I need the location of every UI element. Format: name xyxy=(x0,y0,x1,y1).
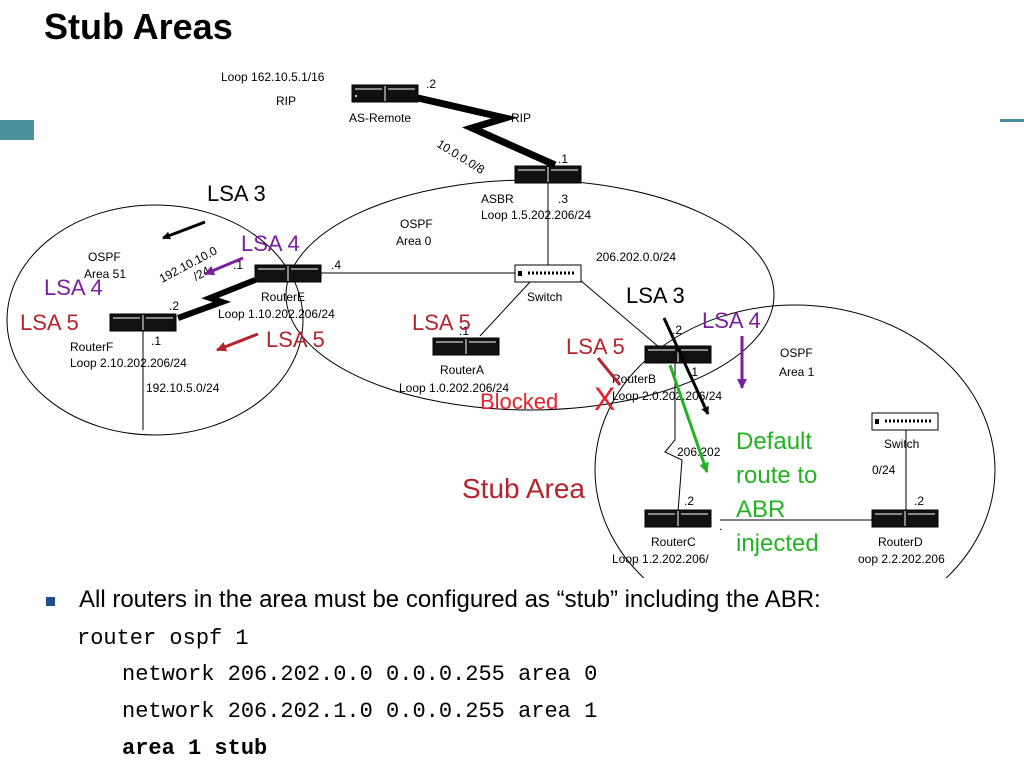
switch-area1 xyxy=(871,412,939,431)
area0-id: Area 0 xyxy=(396,234,432,248)
lsa5-left-label: LSA 5 xyxy=(20,310,79,335)
default-route-line-3: ABR xyxy=(736,496,785,523)
area1-name: OSPF xyxy=(780,346,813,360)
default-route-arrow xyxy=(668,364,709,473)
code-line-2: network 206.202.0.0 0.0.0.255 area 0 xyxy=(122,662,598,687)
router-as-remote xyxy=(351,84,419,103)
port-asbr-1: .1 xyxy=(558,152,568,166)
asbr-label: ASBR xyxy=(481,192,514,206)
router-a xyxy=(432,337,500,356)
router-d-loop: oop 2.2.202.206 xyxy=(858,552,945,566)
router-f-label: RouterF xyxy=(70,340,113,354)
port-rc-2: .2 xyxy=(684,494,694,508)
bullet-text: All routers in the area must be configur… xyxy=(79,586,821,613)
router-c-label: RouterC xyxy=(651,535,696,549)
bullet-square-icon xyxy=(46,596,55,606)
router-f-loop: Loop 2.10.202.206/24 xyxy=(70,356,187,370)
router-a-loop: Loop 1.0.202.206/24 xyxy=(399,381,509,395)
default-route-line-2: route to xyxy=(736,462,817,489)
area-51-boundary xyxy=(6,204,304,436)
serial-link-routere-routerf xyxy=(176,277,257,321)
router-d xyxy=(871,509,939,528)
port-ra-1: .1 xyxy=(459,324,469,338)
decorative-bar-right xyxy=(1000,119,1024,122)
net-206-1b-label: 0/24 xyxy=(872,463,896,477)
link-switch-routerb xyxy=(579,279,661,349)
port-re-1: .1 xyxy=(233,258,243,272)
switch1-label: Switch xyxy=(884,437,919,451)
lsa4-right-label: LSA 4 xyxy=(702,308,761,333)
lsa4-mid-label: LSA 4 xyxy=(241,231,300,256)
router-b-label: RouterB xyxy=(612,372,656,386)
switch-area0 xyxy=(514,264,582,283)
port-rc-dot: . xyxy=(719,519,722,533)
net-10-label: 10.0.0.0/8 xyxy=(434,137,487,177)
port-remote-2: .2 xyxy=(426,77,436,91)
net-206-0-label: 206.202.0.0/24 xyxy=(596,250,676,264)
port-re-4: .4 xyxy=(331,258,341,272)
router-e-loop: Loop 1.10.202.206/24 xyxy=(218,307,335,321)
link-routerb-area1 xyxy=(664,362,683,513)
router-b-loop: Loop 2.0.202.206/24 xyxy=(612,389,722,403)
decorative-bar-left xyxy=(0,120,34,140)
stub-area-label: Stub Area xyxy=(462,473,585,504)
lsa5-right-arrow xyxy=(596,357,622,386)
net-192-5-label: 192.10.5.0/24 xyxy=(146,381,220,395)
switch0-label: Switch xyxy=(527,290,562,304)
asbr-loop-label: Loop 1.5.202.206/24 xyxy=(481,208,591,222)
lsa3-top-label: LSA 3 xyxy=(207,181,266,206)
ospf-stub-area-diagram: Loop 162.10.5.1/16 RIP AS-Remote RIP .2 … xyxy=(6,70,996,578)
default-route-line-4: injected xyxy=(736,530,819,557)
router-e-label: RouterE xyxy=(261,290,305,304)
router-c-loop: Loop 1.2.202.206/ xyxy=(612,552,709,566)
lsa5-mid-arrow xyxy=(216,332,259,352)
router-c xyxy=(644,509,712,528)
lsa4-left-label: LSA 4 xyxy=(44,275,103,300)
lsa5-mid-label: LSA 5 xyxy=(266,327,325,352)
lsa4-mid-arrow xyxy=(204,256,244,276)
lsa3-right-arrow xyxy=(662,317,710,415)
remote-loop-label: Loop 162.10.5.1/16 xyxy=(221,70,325,84)
serial-link-remote-asbr xyxy=(417,94,557,169)
bullet-list: All routers in the area must be configur… xyxy=(46,586,1006,614)
router-f xyxy=(109,313,177,332)
lsa3-top-arrow xyxy=(162,220,206,240)
router-e xyxy=(254,264,322,283)
lsa5-center-label: LSA 5 xyxy=(412,310,471,335)
area0-name: OSPF xyxy=(400,217,433,231)
area51-id: Area 51 xyxy=(84,267,126,281)
area1-id: Area 1 xyxy=(779,365,815,379)
port-rf-1: .1 xyxy=(151,334,161,348)
code-line-4: area 1 stub xyxy=(122,736,268,761)
blocked-label: Blocked xyxy=(480,389,558,414)
area51-name: OSPF xyxy=(88,250,121,264)
port-asbr-3: .3 xyxy=(558,192,568,206)
as-remote-label: AS-Remote xyxy=(349,111,411,125)
slide-title: Stub Areas xyxy=(44,6,233,47)
lsa3-right-label: LSA 3 xyxy=(626,283,685,308)
port-rf-2: .2 xyxy=(169,299,179,313)
lsa5-right-label: LSA 5 xyxy=(566,334,625,359)
router-d-label: RouterD xyxy=(878,535,923,549)
code-line-3: network 206.202.1.0 0.0.0.255 area 1 xyxy=(122,699,598,724)
link-switch-routera xyxy=(479,281,531,337)
port-rb-1: .1 xyxy=(688,365,698,379)
blocked-x-mark: X xyxy=(594,381,615,417)
rip-right-label: RIP xyxy=(511,111,531,125)
bullet-item: All routers in the area must be configur… xyxy=(46,586,1006,614)
port-rb-2: .2 xyxy=(672,323,682,337)
router-asbr xyxy=(514,165,582,184)
router-a-label: RouterA xyxy=(440,363,484,377)
default-route-line-1: Default xyxy=(736,428,812,455)
rip-left-label: RIP xyxy=(276,94,296,108)
port-rd-2: .2 xyxy=(914,494,924,508)
area-1-boundary xyxy=(594,304,996,578)
code-line-1: router ospf 1 xyxy=(77,626,249,651)
net-192-10-label: 192.10.10.0 xyxy=(157,243,220,285)
